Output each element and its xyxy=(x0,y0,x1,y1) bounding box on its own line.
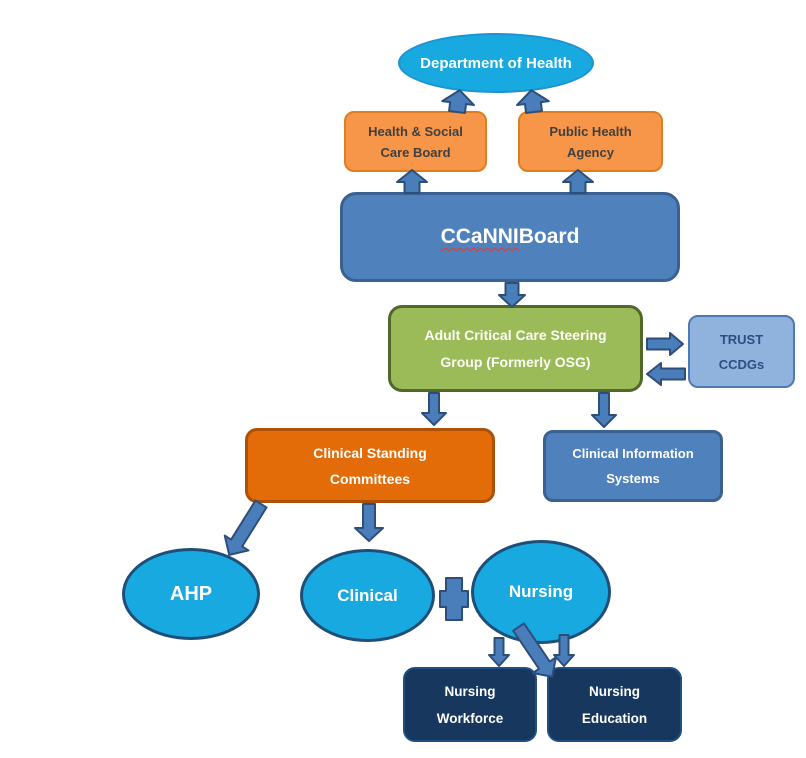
arrow-nursing-to-workforce xyxy=(488,637,510,667)
arrow-clinical-standing-to-clinical xyxy=(354,503,384,542)
node-nursing: Nursing xyxy=(471,540,611,644)
plus-connector-clinical-nursing xyxy=(439,577,469,621)
node-ccanni-board: CCaNNI Board xyxy=(340,192,680,282)
arrow-trust-to-steering xyxy=(646,362,686,386)
node-adult-critical-care-steering-group: Adult Critical Care Steering Group (Form… xyxy=(388,305,643,392)
node-trust-ccdgs: TRUST CCDGs xyxy=(688,315,795,388)
ccanni-label-rest: Board xyxy=(518,225,580,248)
node-department-of-health: Department of Health xyxy=(398,33,594,93)
arrow-ccanni-to-hscb xyxy=(396,169,428,194)
node-nursing-workforce: Nursing Workforce xyxy=(403,667,537,742)
ccanni-label-misspelled-word: CCaNNI xyxy=(440,225,519,248)
node-health-social-care-board: Health & Social Care Board xyxy=(344,111,487,172)
node-public-health-agency: Public Health Agency xyxy=(518,111,663,172)
node-ahp: AHP xyxy=(122,548,260,640)
node-clinical-standing-committees: Clinical Standing Committees xyxy=(245,428,495,503)
node-clinical: Clinical xyxy=(300,549,435,642)
arrow-clinical-standing-to-ahp xyxy=(223,499,268,556)
node-clinical-information-systems: Clinical Information Systems xyxy=(543,430,723,502)
arrow-steering-to-clinical-info xyxy=(591,392,617,428)
node-nursing-education: Nursing Education xyxy=(547,667,682,742)
arrow-ccanni-to-pha xyxy=(562,169,594,194)
arrow-ccanni-to-steering xyxy=(498,282,526,308)
arrow-steering-to-trust xyxy=(646,332,684,356)
arrow-steering-to-clinical-standing xyxy=(421,392,447,426)
